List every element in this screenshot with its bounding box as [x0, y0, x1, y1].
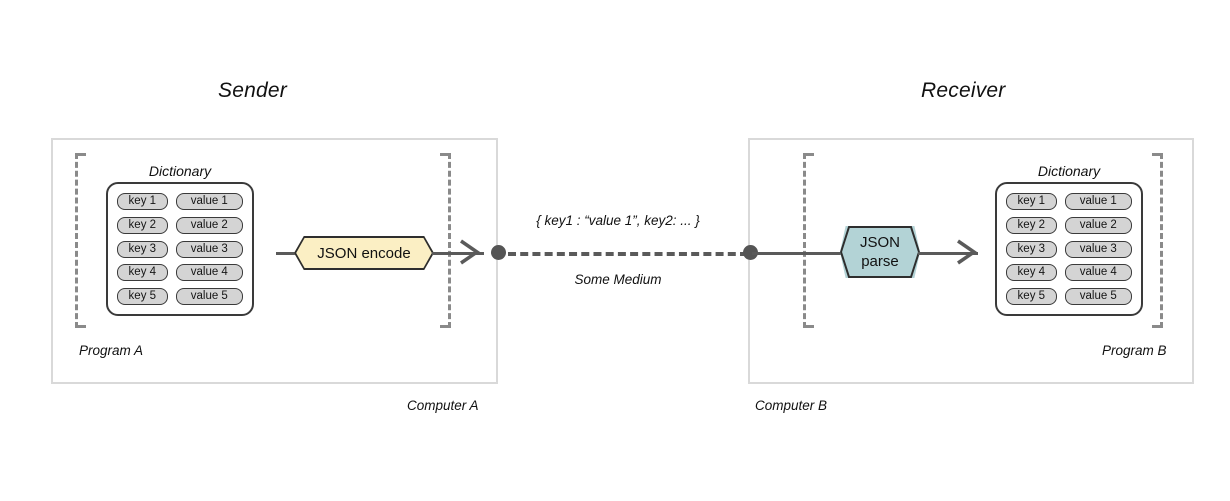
- bracket-stem: [75, 153, 78, 328]
- bracket-hook-bottom: [440, 325, 451, 328]
- dictionary-key-pill: key 1: [1006, 193, 1057, 210]
- connector-boundary-to-parse: [752, 252, 842, 255]
- bracket-stem: [448, 153, 451, 328]
- json-parse-label: JSON parse: [859, 234, 900, 270]
- dictionary-key-pill: key 2: [117, 216, 168, 234]
- dictionary-row: key 5 value 5: [117, 288, 243, 305]
- bracket-hook-top: [440, 153, 451, 156]
- dictionary-value-pill: value 2: [175, 216, 243, 234]
- computer-b-label: Computer B: [755, 398, 828, 413]
- program-a-bracket-left: [75, 153, 89, 328]
- sender-title: Sender: [218, 79, 287, 102]
- dictionary-row: key 3 value 3: [1006, 240, 1132, 258]
- dictionary-row: key 2 value 2: [117, 216, 243, 234]
- dictionary-b: key 1 value 1 key 2 value 2 key 3 value …: [995, 182, 1143, 316]
- bracket-stem: [803, 153, 806, 328]
- dictionary-row: key 2 value 2: [1006, 216, 1132, 234]
- bracket-hook-bottom: [803, 325, 814, 328]
- dictionary-value-pill: value 2: [1064, 216, 1132, 234]
- connector-dict-a-to-encode: [276, 252, 296, 255]
- json-parse-shape: JSON parse: [840, 226, 920, 278]
- medium-label: Some Medium: [574, 272, 662, 287]
- dictionary-value-pill: value 5: [175, 288, 243, 305]
- bracket-stem: [1160, 153, 1163, 328]
- bracket-hook-bottom: [1152, 325, 1163, 328]
- dictionary-key-pill: key 2: [1006, 216, 1057, 234]
- boundary-dot-sender: [491, 245, 506, 260]
- dictionary-key-pill: key 4: [1006, 264, 1057, 282]
- bracket-hook-bottom: [75, 325, 86, 328]
- dictionary-row: key 3 value 3: [117, 240, 243, 258]
- boundary-dot-receiver: [743, 245, 758, 260]
- dictionary-row: key 1 value 1: [1006, 193, 1132, 210]
- connector-encode-to-boundary: [432, 252, 484, 255]
- dictionary-a: key 1 value 1 key 2 value 2 key 3 value …: [106, 182, 254, 316]
- dictionary-key-pill: key 1: [117, 193, 168, 210]
- dictionary-value-pill: value 1: [175, 193, 243, 210]
- json-encode-shape: JSON encode: [294, 236, 434, 270]
- program-b-bracket-right: [1149, 153, 1163, 328]
- dictionary-b-title: Dictionary: [1037, 163, 1101, 179]
- dictionary-key-pill: key 3: [117, 240, 168, 258]
- medium-payload-text: { key1 : “value 1”, key2: ... }: [536, 213, 700, 228]
- arrowhead-parse-icon: [957, 239, 978, 265]
- dictionary-value-pill: value 3: [175, 240, 243, 258]
- dictionary-key-pill: key 5: [1006, 288, 1057, 305]
- bracket-hook-top: [1152, 153, 1163, 156]
- program-a-label: Program A: [79, 343, 144, 358]
- program-b-bracket-left: [803, 153, 817, 328]
- program-a-bracket-right: [437, 153, 451, 328]
- dictionary-value-pill: value 1: [1064, 193, 1132, 210]
- dictionary-value-pill: value 4: [175, 264, 243, 282]
- dictionary-row: key 4 value 4: [117, 264, 243, 282]
- receiver-title: Receiver: [921, 79, 1006, 102]
- dictionary-row: key 5 value 5: [1006, 288, 1132, 305]
- dictionary-key-pill: key 4: [117, 264, 168, 282]
- medium-dashed-line: [508, 252, 748, 256]
- dictionary-value-pill: value 5: [1064, 288, 1132, 305]
- json-encode-label: JSON encode: [317, 244, 411, 262]
- dictionary-row: key 4 value 4: [1006, 264, 1132, 282]
- program-b-label: Program B: [1102, 343, 1167, 358]
- connector-parse-to-dict-b: [918, 252, 978, 255]
- arrowhead-encode-icon: [460, 239, 481, 265]
- dictionary-value-pill: value 3: [1064, 240, 1132, 258]
- computer-a-label: Computer A: [407, 398, 479, 413]
- bracket-hook-top: [803, 153, 814, 156]
- dictionary-key-pill: key 3: [1006, 240, 1057, 258]
- bracket-hook-top: [75, 153, 86, 156]
- dictionary-a-title: Dictionary: [148, 163, 212, 179]
- dictionary-key-pill: key 5: [117, 288, 168, 305]
- dictionary-value-pill: value 4: [1064, 264, 1132, 282]
- dictionary-row: key 1 value 1: [117, 193, 243, 210]
